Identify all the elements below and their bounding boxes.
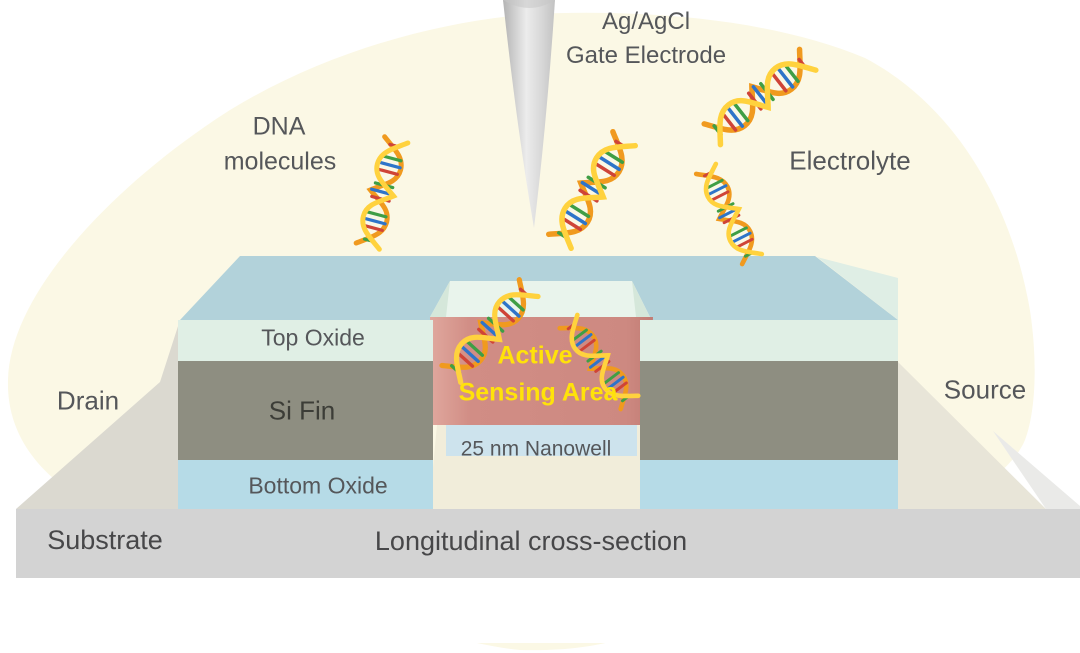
cross-section-caption: Longitudinal cross-section (374, 526, 688, 557)
bottom-oxide-label: Bottom Oxide (248, 472, 388, 499)
bottom-oxide-layer-left (178, 460, 433, 509)
nanowell-upper-wall-left (430, 281, 450, 317)
nanowell-upper-wall-right (632, 281, 650, 317)
active-sensing-label-line1: Active (497, 341, 573, 370)
lower-white-band (0, 578, 1080, 643)
active-sensing-label-line2: Sensing Area (458, 378, 618, 407)
drain-label: Drain (56, 385, 120, 416)
top-oxide-layer-left (178, 320, 433, 361)
dna-molecules-label-line2: molecules (223, 147, 337, 176)
top-oxide-layer-right (640, 320, 898, 361)
gate-electrode-label-line2: Gate Electrode (565, 41, 727, 69)
source-label: Source (943, 374, 1027, 405)
bottom-oxide-layer-right (640, 460, 898, 509)
nanowell-upper-wall (430, 281, 650, 317)
right-shadow-light (993, 431, 1080, 509)
top-oxide-label: Top Oxide (261, 324, 365, 351)
electrolyte-label: Electrolyte (789, 145, 911, 176)
left-shadow (16, 320, 180, 509)
substrate-label: Substrate (47, 525, 163, 556)
substrate-layer (16, 509, 1080, 578)
nanowell-label: 25 nm Nanowell (460, 437, 612, 461)
right-shadow (898, 362, 1046, 509)
si-fin-layer-right (640, 361, 898, 460)
nanowell-strip (446, 425, 637, 456)
dna-molecules-label-line1: DNA (252, 112, 306, 141)
gate-electrode-needle-icon (503, 0, 555, 228)
top-oxide-corner-face (817, 257, 898, 320)
gate-electrode-label-line1: Ag/AgCl (601, 7, 691, 35)
si-fin-label: Si Fin (268, 395, 336, 426)
si-fin-layer-left (178, 361, 433, 460)
